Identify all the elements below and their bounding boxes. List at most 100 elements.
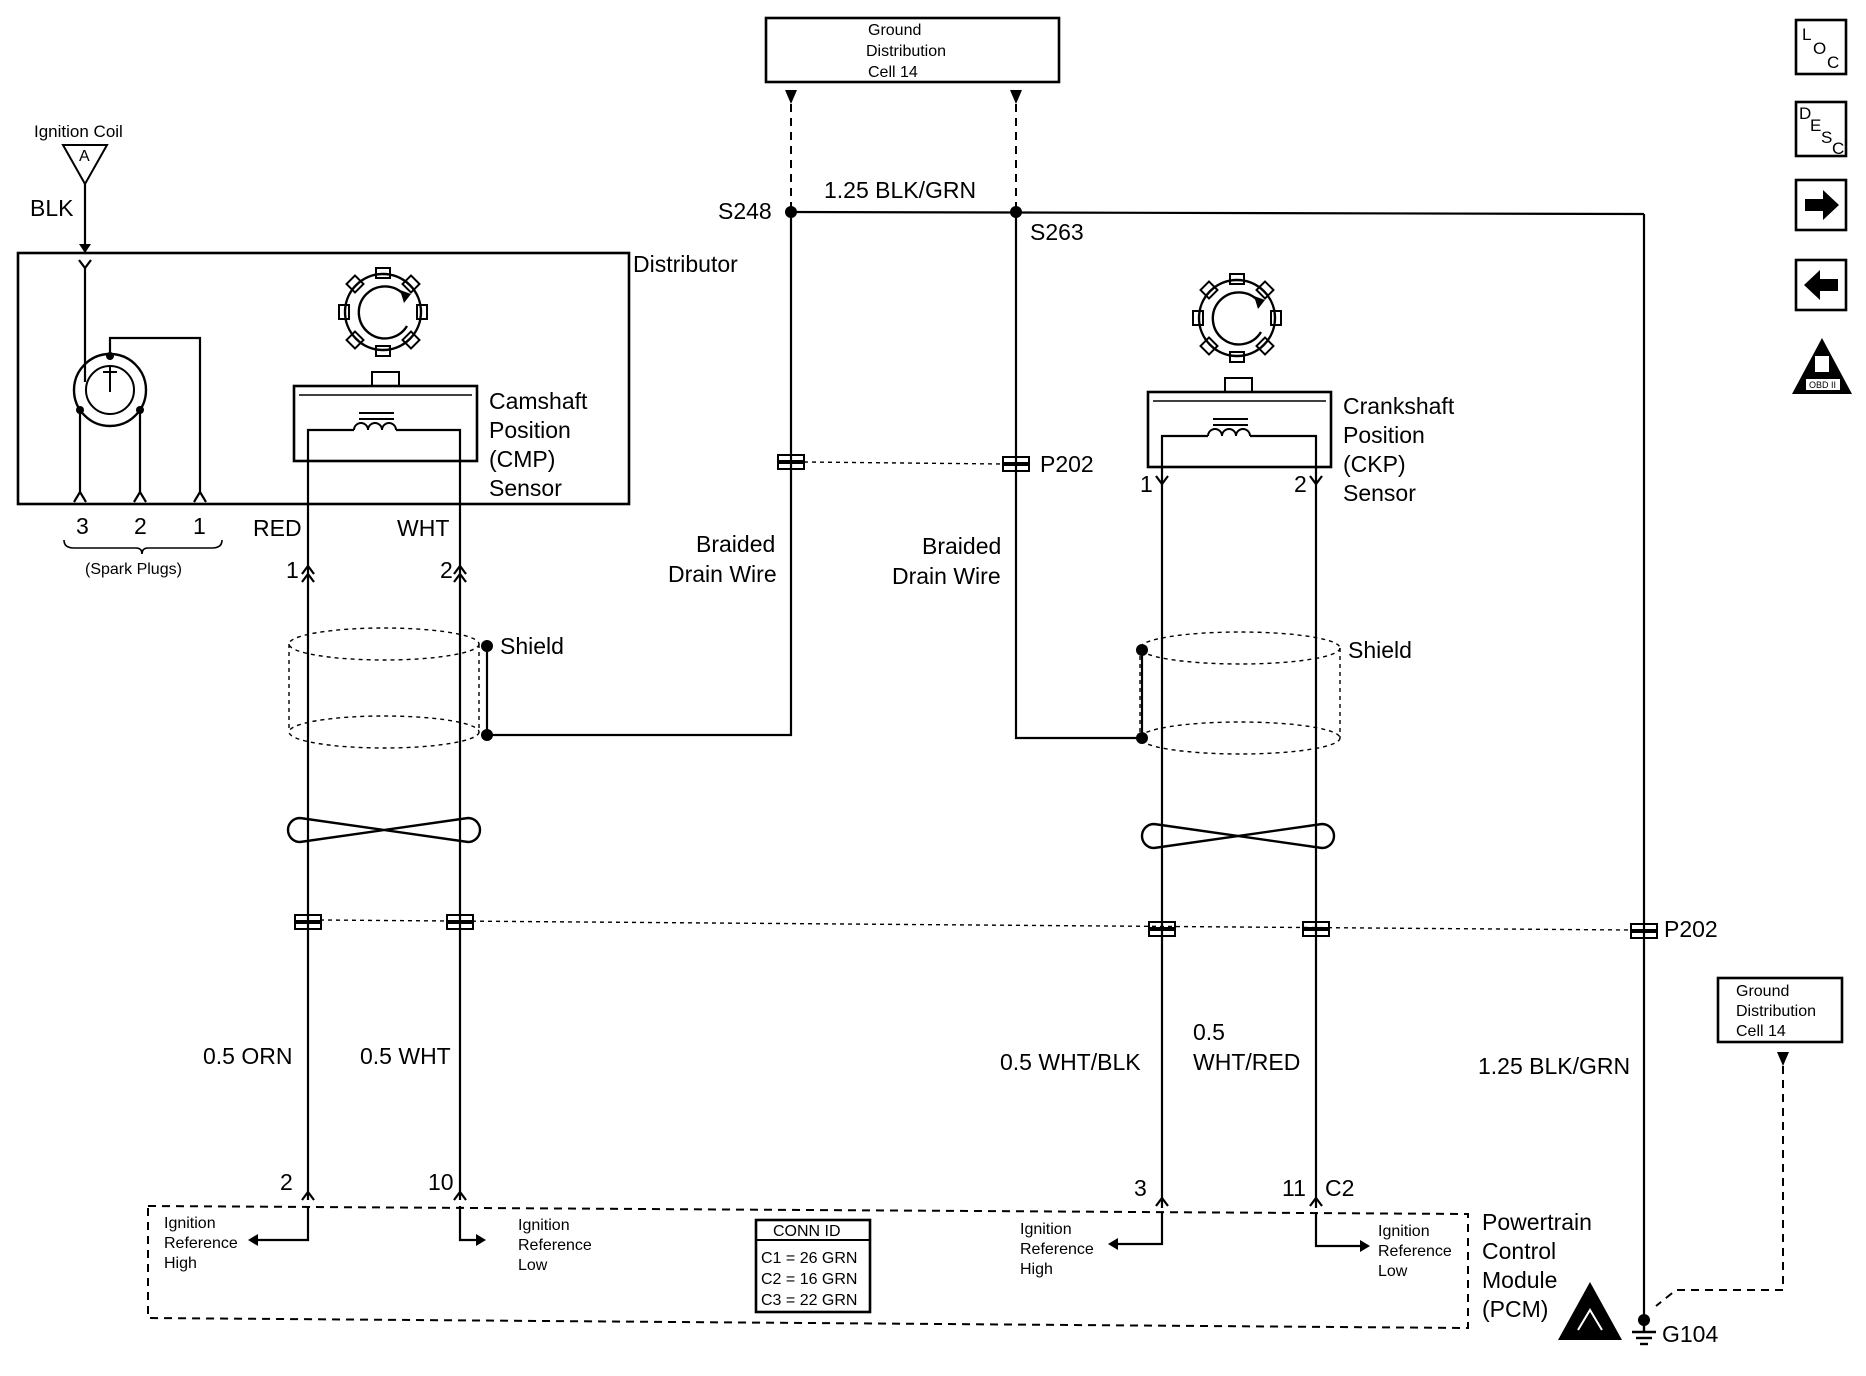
ground-top-line3: Cell 14 <box>868 64 918 81</box>
desc-letter-c: C <box>1832 139 1844 158</box>
pcm-pin-3: 3 <box>1134 1175 1147 1201</box>
next-arrow-icon[interactable] <box>1794 178 1848 232</box>
ground-distribution-right[interactable]: Ground Distribution Cell 14 <box>1716 976 1844 1044</box>
cmp-shield-icon <box>288 627 480 749</box>
back-arrow-icon[interactable] <box>1794 258 1848 312</box>
plug-pin-3: 3 <box>76 513 89 539</box>
pcm-module[interactable] <box>147 1205 1469 1330</box>
cmp-label-4: Sensor <box>489 475 562 501</box>
coil-wire-arrow <box>79 244 91 253</box>
pcm-pin-10: 10 <box>428 1169 454 1195</box>
pcm-sig-3-l3: High <box>1020 1261 1053 1278</box>
pcm-pin-2: 2 <box>280 1169 293 1195</box>
ckp-label-1: Crankshaft <box>1343 393 1455 419</box>
pcm-sig-1-l1: Ignition <box>164 1215 216 1232</box>
description-icon[interactable]: D E S C <box>1794 100 1848 158</box>
ground-arrow-right <box>1010 90 1022 104</box>
conn-id-c2: C2 = 16 GRN <box>761 1271 857 1288</box>
pcm-sig-2-l3: Low <box>518 1257 548 1274</box>
pcm-sig-2-l1: Ignition <box>518 1217 570 1234</box>
ckp-pin-1: 1 <box>1140 471 1153 497</box>
ground-symbol-icon <box>1632 1320 1656 1346</box>
wire-label-wht: 0.5 WHT <box>360 1043 451 1069</box>
splice-s263-label: S263 <box>1030 219 1084 245</box>
pcm-sig-2-l2: Reference <box>518 1237 592 1254</box>
wire-label-wht-red-color: WHT/RED <box>1193 1049 1300 1075</box>
ckp-shield-icon <box>1139 631 1341 755</box>
loc-letter-l: L <box>1802 25 1811 44</box>
conn-id-title: CONN ID <box>773 1223 841 1240</box>
loc-letter-c: C <box>1827 53 1839 72</box>
ckp-label-4: Sensor <box>1343 480 1416 506</box>
distributor-rotor-icon <box>72 352 148 428</box>
drain-right-line1: Braided <box>922 533 1001 559</box>
plug-pin-2: 2 <box>134 513 147 539</box>
ground-right-line2: Distribution <box>1736 1003 1816 1020</box>
cmp-wire-red: RED <box>253 515 302 541</box>
pcm-label-2: Control <box>1482 1238 1556 1264</box>
conn-id-c3: C3 = 22 GRN <box>761 1292 857 1309</box>
cmp-twist-icon <box>286 816 482 844</box>
ckp-sensor-box[interactable] <box>1146 390 1333 469</box>
conn-id-c1: C1 = 26 GRN <box>761 1250 857 1267</box>
pcm-label-4: (PCM) <box>1482 1296 1548 1322</box>
pcm-sig-4-l3: Low <box>1378 1263 1408 1280</box>
wire-label-wht-blk: 0.5 WHT/BLK <box>1000 1049 1141 1075</box>
pcm-sig-1-l3: High <box>164 1255 197 1272</box>
ckp-twist-icon <box>1140 822 1336 850</box>
cmp-label-2: Position <box>489 417 571 443</box>
cmp-pin-2: 2 <box>440 557 453 583</box>
cmp-label-1: Camshaft <box>489 388 588 414</box>
cmp-sensor-box[interactable] <box>292 384 479 463</box>
top-wire-label: 1.25 BLK/GRN <box>824 177 976 203</box>
ground-right-line3: Cell 14 <box>1736 1023 1786 1040</box>
distributor-box[interactable] <box>16 251 631 506</box>
drain-left-line1: Braided <box>696 531 775 557</box>
ground-distribution-top[interactable]: Ground Distribution Cell 14 <box>764 16 1061 84</box>
distributor-label: Distributor <box>633 251 738 277</box>
cmp-pin-1: 1 <box>286 557 299 583</box>
cmp-reluctor-icon <box>338 267 428 357</box>
top-bus-wire <box>790 210 1645 216</box>
obd-ii-icon[interactable]: OBD II <box>1792 338 1852 394</box>
ground-right-line1: Ground <box>1736 983 1789 1000</box>
pcm-sig-3-l2: Reference <box>1020 1241 1094 1258</box>
pcm-sig-4-l2: Reference <box>1378 1243 1452 1260</box>
connector-c2-label: C2 <box>1325 1175 1354 1201</box>
p202-top-left-connector <box>777 454 805 470</box>
desc-letter-d: D <box>1799 104 1811 123</box>
pcm-sig-4-l1: Ignition <box>1378 1223 1430 1240</box>
ckp-drain-wire <box>1014 212 1142 740</box>
ckp-shield-label: Shield <box>1348 637 1412 663</box>
wire-label-wht-red-size: 0.5 <box>1193 1019 1225 1045</box>
spark-plugs-label: (Spark Plugs) <box>85 561 182 578</box>
cmp-shield-label: Shield <box>500 633 564 659</box>
cmp-drain-wire <box>487 212 793 737</box>
location-icon[interactable]: L O C <box>1794 18 1848 76</box>
p202-mid-label: P202 <box>1664 916 1718 942</box>
loc-letter-o: O <box>1813 39 1826 58</box>
p202-mid-connectors <box>294 914 1658 939</box>
desc-letter-s: S <box>1821 128 1832 147</box>
esd-warning-icon <box>1558 1282 1622 1340</box>
ignition-coil-symbol <box>61 144 109 187</box>
ignition-coil-label: Ignition Coil <box>34 122 123 141</box>
ground-top-line1: Ground <box>868 22 921 39</box>
ignition-coil-terminal: A <box>79 148 90 165</box>
wire-label-blk-grn: 1.25 BLK/GRN <box>1478 1053 1630 1079</box>
pcm-pin-11: 11 <box>1282 1175 1306 1201</box>
ground-right-arrow <box>1777 1052 1789 1066</box>
plug-pin-1: 1 <box>193 513 206 539</box>
cmp-wire-wht: WHT <box>397 515 449 541</box>
ckp-reluctor-icon <box>1192 273 1282 363</box>
wire-label-orn: 0.5 ORN <box>203 1043 292 1069</box>
ckp-pin-2: 2 <box>1294 471 1307 497</box>
p202-top-label: P202 <box>1040 451 1094 477</box>
ground-arrow-left <box>785 90 797 104</box>
drain-left-line2: Drain Wire <box>668 561 777 587</box>
conn-id-table: CONN ID C1 = 26 GRN C2 = 16 GRN C3 = 22 … <box>754 1218 872 1314</box>
cmp-label-3: (CMP) <box>489 446 555 472</box>
pcm-sig-3-l1: Ignition <box>1020 1221 1072 1238</box>
pcm-sig-1-l2: Reference <box>164 1235 238 1252</box>
